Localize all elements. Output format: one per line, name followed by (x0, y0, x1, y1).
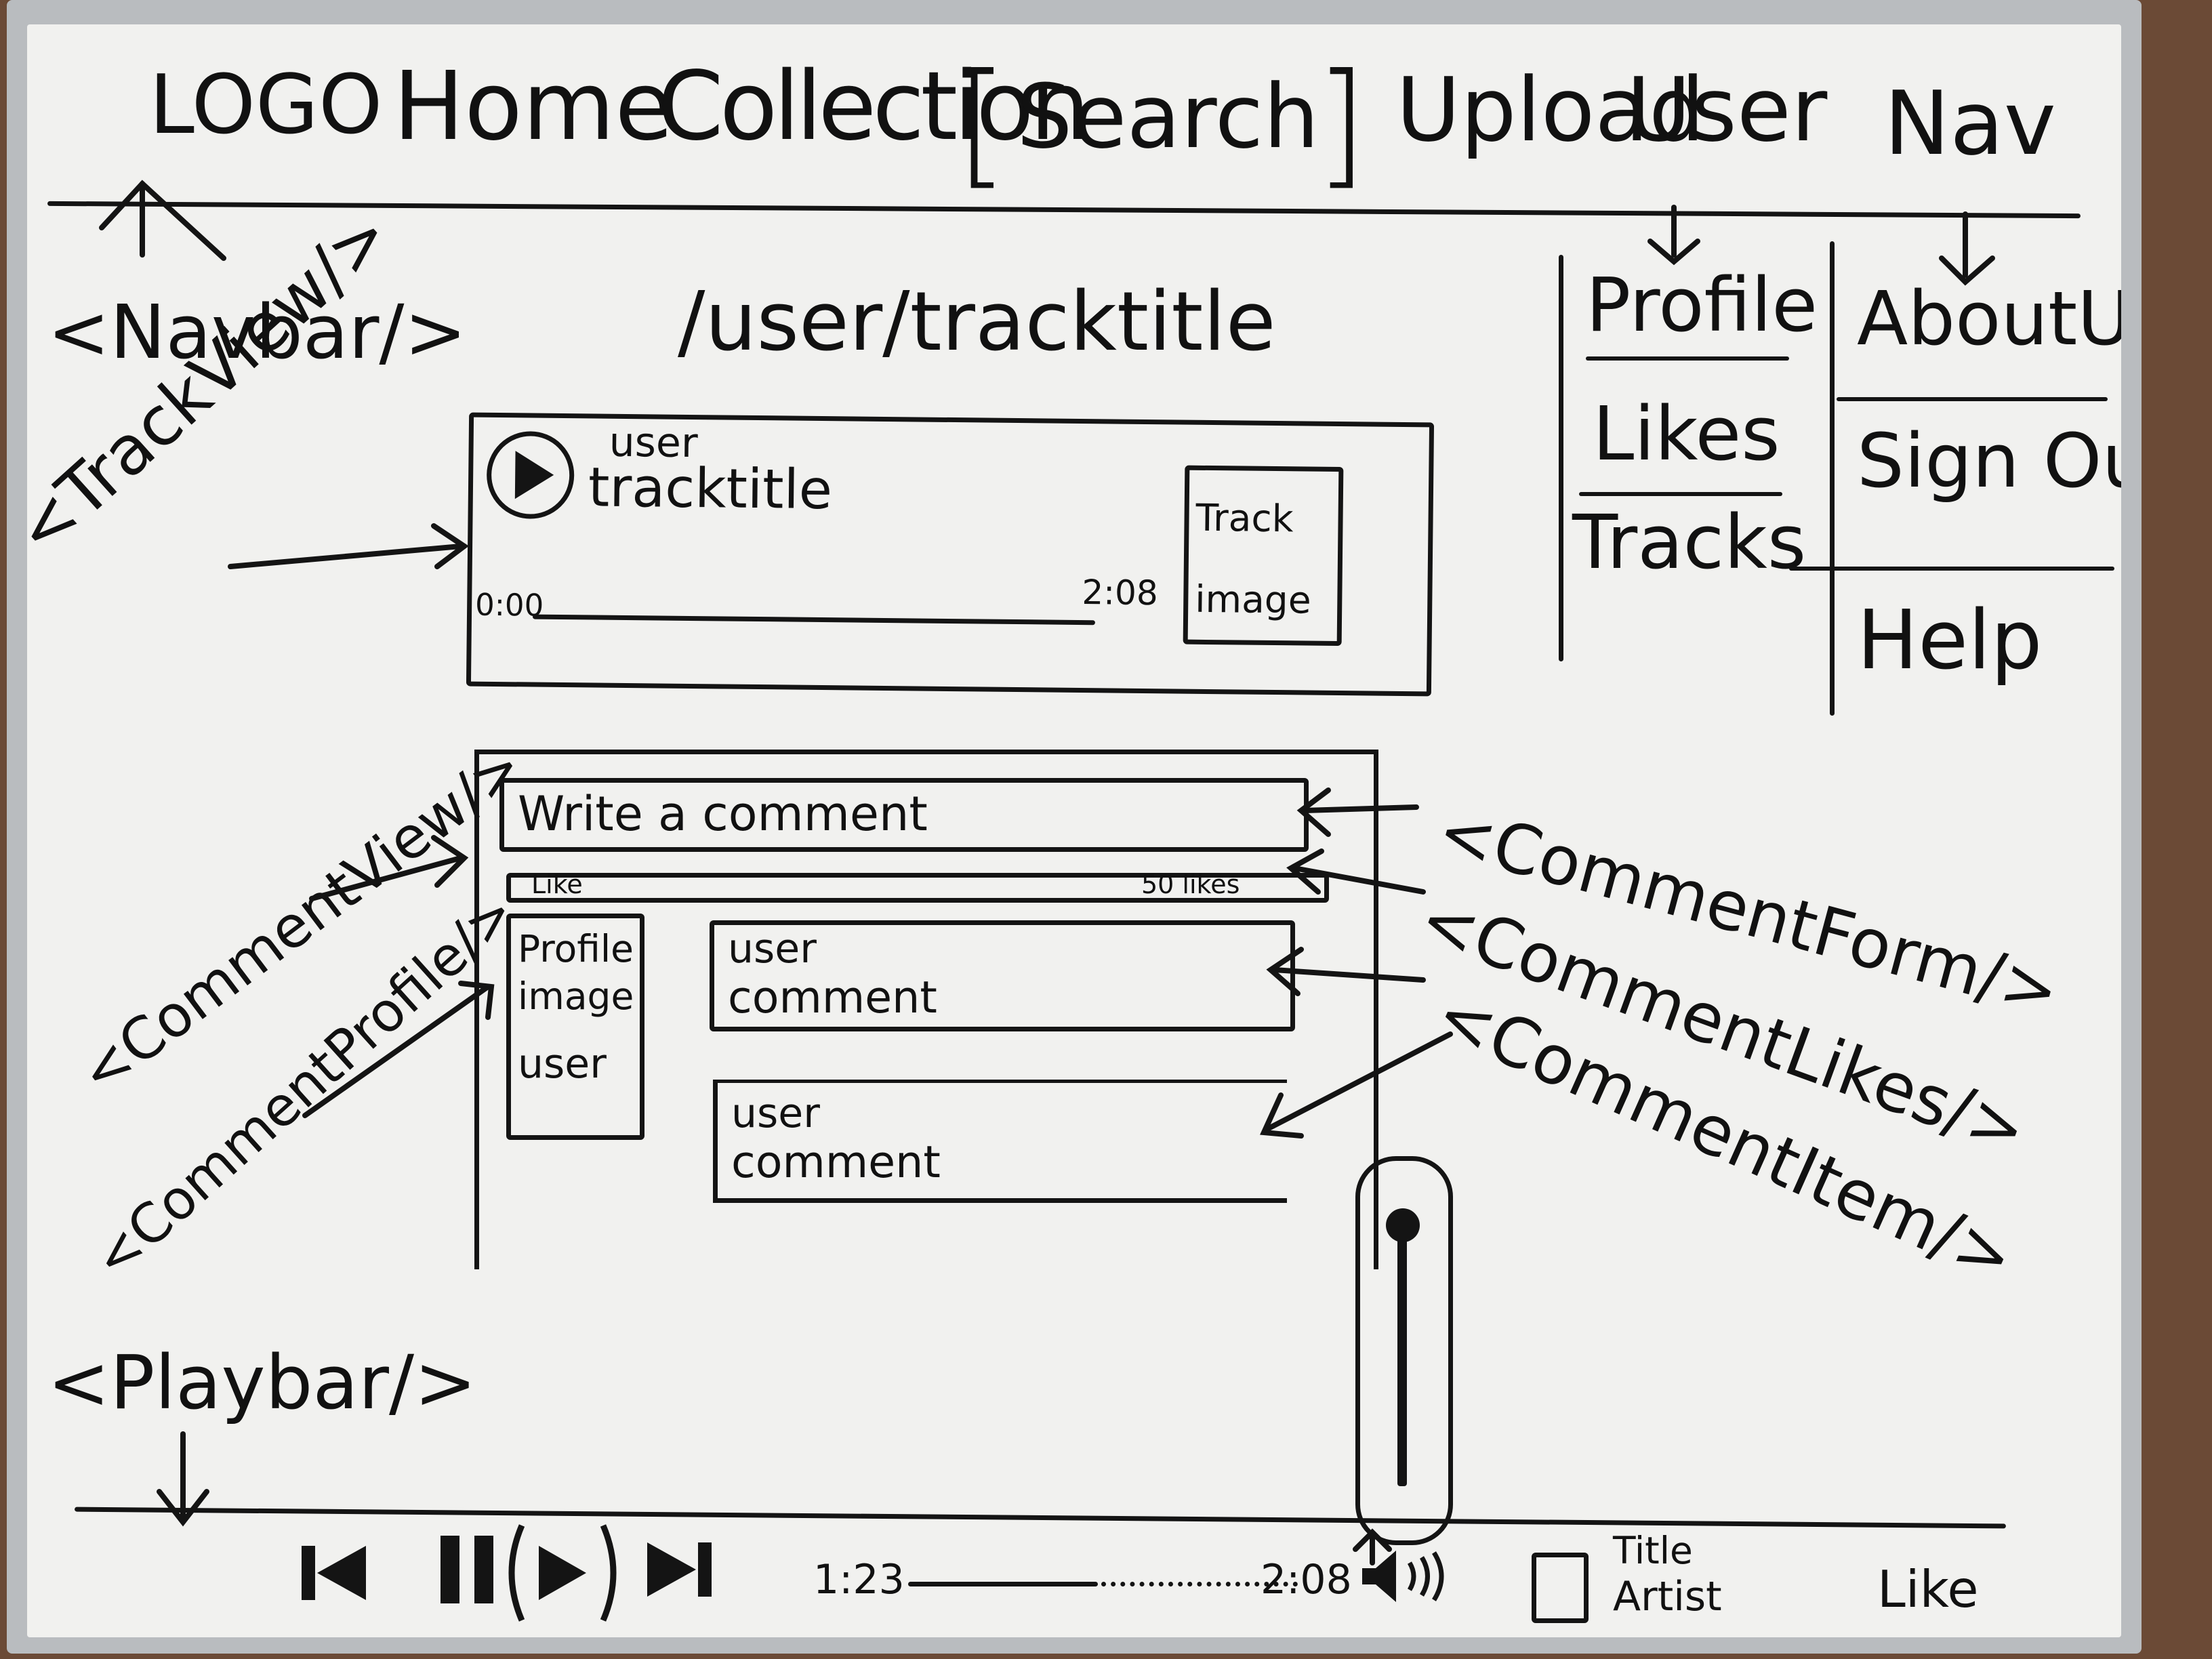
playbar-artist[interactable]: Artist (1613, 1573, 1722, 1620)
annotation-arrows (99, 180, 1995, 1565)
nav-collection-link[interactable]: Collection (657, 52, 1090, 162)
play-icon (514, 451, 554, 499)
playbar-time-current: 1:23 (813, 1556, 905, 1603)
nav-menu-aboutus[interactable]: AboutUs (1857, 275, 2121, 362)
arrow-head (431, 523, 469, 569)
track-view: user tracktitle 0:00 2:08 Track image (466, 412, 1435, 697)
search-input[interactable]: [ Search ] (956, 45, 1368, 203)
nav-home-link[interactable]: Home (393, 52, 674, 162)
arrow-head (1647, 239, 1700, 266)
arrow-head (157, 1489, 209, 1527)
playbar-title[interactable]: Title (1613, 1529, 1693, 1572)
arrow-line (228, 544, 464, 569)
arrow-head (99, 180, 226, 261)
route-path: /user/tracktitle (678, 275, 1276, 369)
playbar-progress-filled[interactable] (908, 1582, 1098, 1586)
volume-knob[interactable] (1386, 1208, 1420, 1242)
play-icon[interactable] (501, 1519, 623, 1627)
arrow-line (309, 855, 464, 901)
nav-upload-link[interactable]: Upload (1396, 58, 1705, 161)
menu-divider (1586, 356, 1789, 361)
user-menu-border (1559, 255, 1563, 661)
menu-divider (1837, 397, 2108, 401)
comment-view: Write a comment Like 50 likes Profile im… (474, 750, 1378, 1269)
user-menu-profile[interactable]: Profile (1586, 262, 1818, 348)
arrow-line (1271, 967, 1426, 983)
arrow-head (1939, 255, 1995, 286)
user-menu-likes[interactable]: Likes (1593, 390, 1780, 477)
previous-track-icon[interactable] (298, 1536, 380, 1610)
pause-icon[interactable] (434, 1529, 515, 1610)
comment-user[interactable]: user (728, 925, 817, 972)
nav-nav-menu[interactable]: Nav (1884, 72, 2056, 175)
arrow-head (1286, 848, 1324, 895)
arrow-head (1260, 1092, 1304, 1139)
arrow-head (1266, 947, 1304, 996)
arrow-head (458, 981, 495, 1020)
comment-item: user comment (710, 920, 1295, 1031)
menu-divider (1789, 567, 2114, 571)
user-menu-tracks[interactable]: Tracks (1572, 499, 1807, 586)
comment-likes-bar: Like 50 likes (506, 869, 1329, 903)
album-art-thumbnail (1532, 1553, 1589, 1623)
volume-track (1397, 1215, 1407, 1486)
playbar-time-total: 2:08 (1261, 1556, 1352, 1603)
comment-profile[interactable]: Profile image user (506, 914, 644, 1140)
nav-menu-signout[interactable]: Sign Out (1857, 417, 2121, 504)
logo[interactable]: LOGO (149, 58, 383, 152)
comment-likes-count: 50 likes (1141, 869, 1240, 899)
whiteboard: LOGO Home Collection [ Search ] Upload U… (27, 24, 2121, 1637)
comment-text: comment (728, 972, 937, 1023)
volume-slider[interactable] (1355, 1156, 1453, 1545)
volume-icon[interactable] (1355, 1542, 1464, 1610)
comment-user[interactable]: user (731, 1090, 820, 1137)
playbar-progress-remaining[interactable] (1101, 1582, 1298, 1586)
arrow-line (1292, 865, 1426, 895)
arrow-line (1302, 804, 1419, 813)
nav-menu-help[interactable]: Help (1857, 594, 2043, 688)
arrow-head (1353, 1528, 1392, 1552)
next-track-icon[interactable] (644, 1532, 725, 1607)
search-placeholder: Search (1017, 65, 1319, 168)
comment-profile-user: user (518, 1040, 607, 1088)
arrow-line (302, 984, 491, 1118)
arrow-head (1296, 787, 1331, 837)
comment-profile-image: Profile image (518, 927, 634, 1018)
comment-item: user comment (713, 1080, 1287, 1203)
comment-text: comment (731, 1137, 941, 1188)
comment-like-button[interactable]: Like (531, 869, 583, 899)
nav-menu-border (1830, 241, 1835, 716)
arrow-head (431, 835, 469, 888)
play-button[interactable] (486, 430, 575, 520)
comment-form-input[interactable]: Write a comment (499, 778, 1309, 852)
comment-form-placeholder: Write a comment (518, 786, 928, 842)
menu-divider (1579, 492, 1782, 496)
navbar-component-tag: <Navbar/> (47, 289, 467, 375)
playbar-like-button[interactable]: Like (1877, 1559, 1979, 1619)
arrow-line (1265, 1031, 1453, 1132)
playbar-component-tag: <Playbar/> (47, 1339, 477, 1426)
playbar: 1:23 2:08 Title Artist Like (285, 1524, 2047, 1624)
nav-user-menu[interactable]: User (1626, 58, 1828, 161)
